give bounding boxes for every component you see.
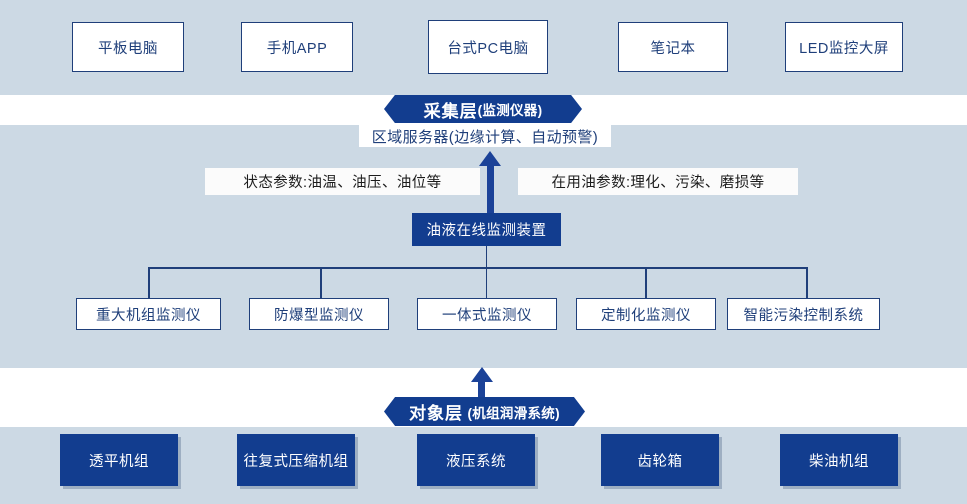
monitor-box-contamination-control[interactable]: 智能污染控制系统 — [727, 298, 880, 330]
inservice-oil-parameters-label: 在用油参数:理化、污染、磨损等 — [518, 168, 798, 195]
monitor-box-integrated[interactable]: 一体式监测仪 — [417, 298, 557, 330]
acquisition-layer-banner: 采集层(监测仪器) — [384, 95, 582, 123]
monitor-label: 重大机组监测仪 — [96, 307, 201, 324]
monitor-box-explosion-proof[interactable]: 防爆型监测仪 — [249, 298, 389, 330]
connector-device-stem — [485, 246, 488, 268]
connector-drop-customized — [645, 267, 647, 299]
connector-drop-integrated — [485, 267, 488, 299]
inservice-oil-parameters-text: 在用油参数:理化、污染、磨损等 — [551, 175, 765, 191]
acquisition-banner-subtitle: (监测仪器) — [477, 103, 543, 118]
monitor-label: 防爆型监测仪 — [274, 307, 364, 324]
terminal-label: 笔记本 — [650, 40, 696, 57]
monitor-box-major-unit[interactable]: 重大机组监测仪 — [76, 298, 221, 330]
object-box-turbine-unit[interactable]: 透平机组 — [60, 434, 178, 486]
connector-drop-explosion-proof — [320, 267, 322, 299]
object-box-reciprocating-compressor[interactable]: 往复式压缩机组 — [237, 434, 355, 486]
object-box-diesel-unit[interactable]: 柴油机组 — [780, 434, 898, 486]
regional-server-label: 区域服务器(边缘计算、自动预警) — [359, 125, 611, 147]
terminal-box-desktop-pc[interactable]: 台式PC电脑 — [428, 20, 548, 74]
object-banner-subtitle: (机组润滑系统) — [467, 405, 560, 421]
terminal-label: 平板电脑 — [98, 40, 158, 57]
object-box-hydraulic-system[interactable]: 液压系统 — [417, 434, 535, 486]
regional-server-text: 区域服务器(边缘计算、自动预警) — [371, 128, 599, 146]
terminal-box-tablet[interactable]: 平板电脑 — [72, 22, 184, 72]
arrow-head-device-to-server — [479, 151, 501, 166]
monitor-box-customized[interactable]: 定制化监测仪 — [576, 298, 716, 330]
object-label: 柴油机组 — [809, 453, 869, 470]
connector-drop-major-unit — [148, 267, 150, 299]
object-banner-title: 对象层 — [409, 404, 464, 423]
arrow-shaft-object-to-acquisition — [478, 381, 485, 403]
arrow-shaft-device-to-server — [486, 165, 494, 213]
terminal-label: LED监控大屏 — [799, 40, 889, 57]
object-box-gearbox[interactable]: 齿轮箱 — [601, 434, 719, 486]
object-layer-banner: 对象层 (机组润滑系统) — [384, 397, 585, 426]
oil-online-monitoring-device-label: 油液在线监测装置 — [426, 223, 547, 239]
object-label: 齿轮箱 — [637, 453, 683, 470]
terminal-label: 台式PC电脑 — [447, 40, 529, 57]
status-parameters-label: 状态参数:油温、油压、油位等 — [205, 168, 480, 195]
terminal-label: 手机APP — [266, 40, 328, 57]
terminal-box-led-screen[interactable]: LED监控大屏 — [785, 22, 903, 72]
connector-horizontal-bus — [148, 267, 808, 269]
terminal-box-laptop[interactable]: 笔记本 — [618, 22, 728, 72]
acquisition-banner-title: 采集层 — [423, 101, 478, 121]
monitor-label: 智能污染控制系统 — [743, 307, 864, 324]
oil-online-monitoring-device-box[interactable]: 油液在线监测装置 — [412, 213, 561, 246]
monitor-label: 一体式监测仪 — [442, 307, 532, 324]
arrow-head-object-to-acquisition — [470, 367, 493, 382]
object-label: 往复式压缩机组 — [243, 453, 349, 470]
terminal-box-mobile-app[interactable]: 手机APP — [241, 22, 353, 72]
connector-drop-contamination-control — [806, 267, 808, 299]
object-label: 液压系统 — [446, 453, 506, 470]
object-label: 透平机组 — [89, 453, 149, 470]
monitor-label: 定制化监测仪 — [601, 307, 691, 324]
status-parameters-text: 状态参数:油温、油压、油位等 — [243, 175, 442, 191]
